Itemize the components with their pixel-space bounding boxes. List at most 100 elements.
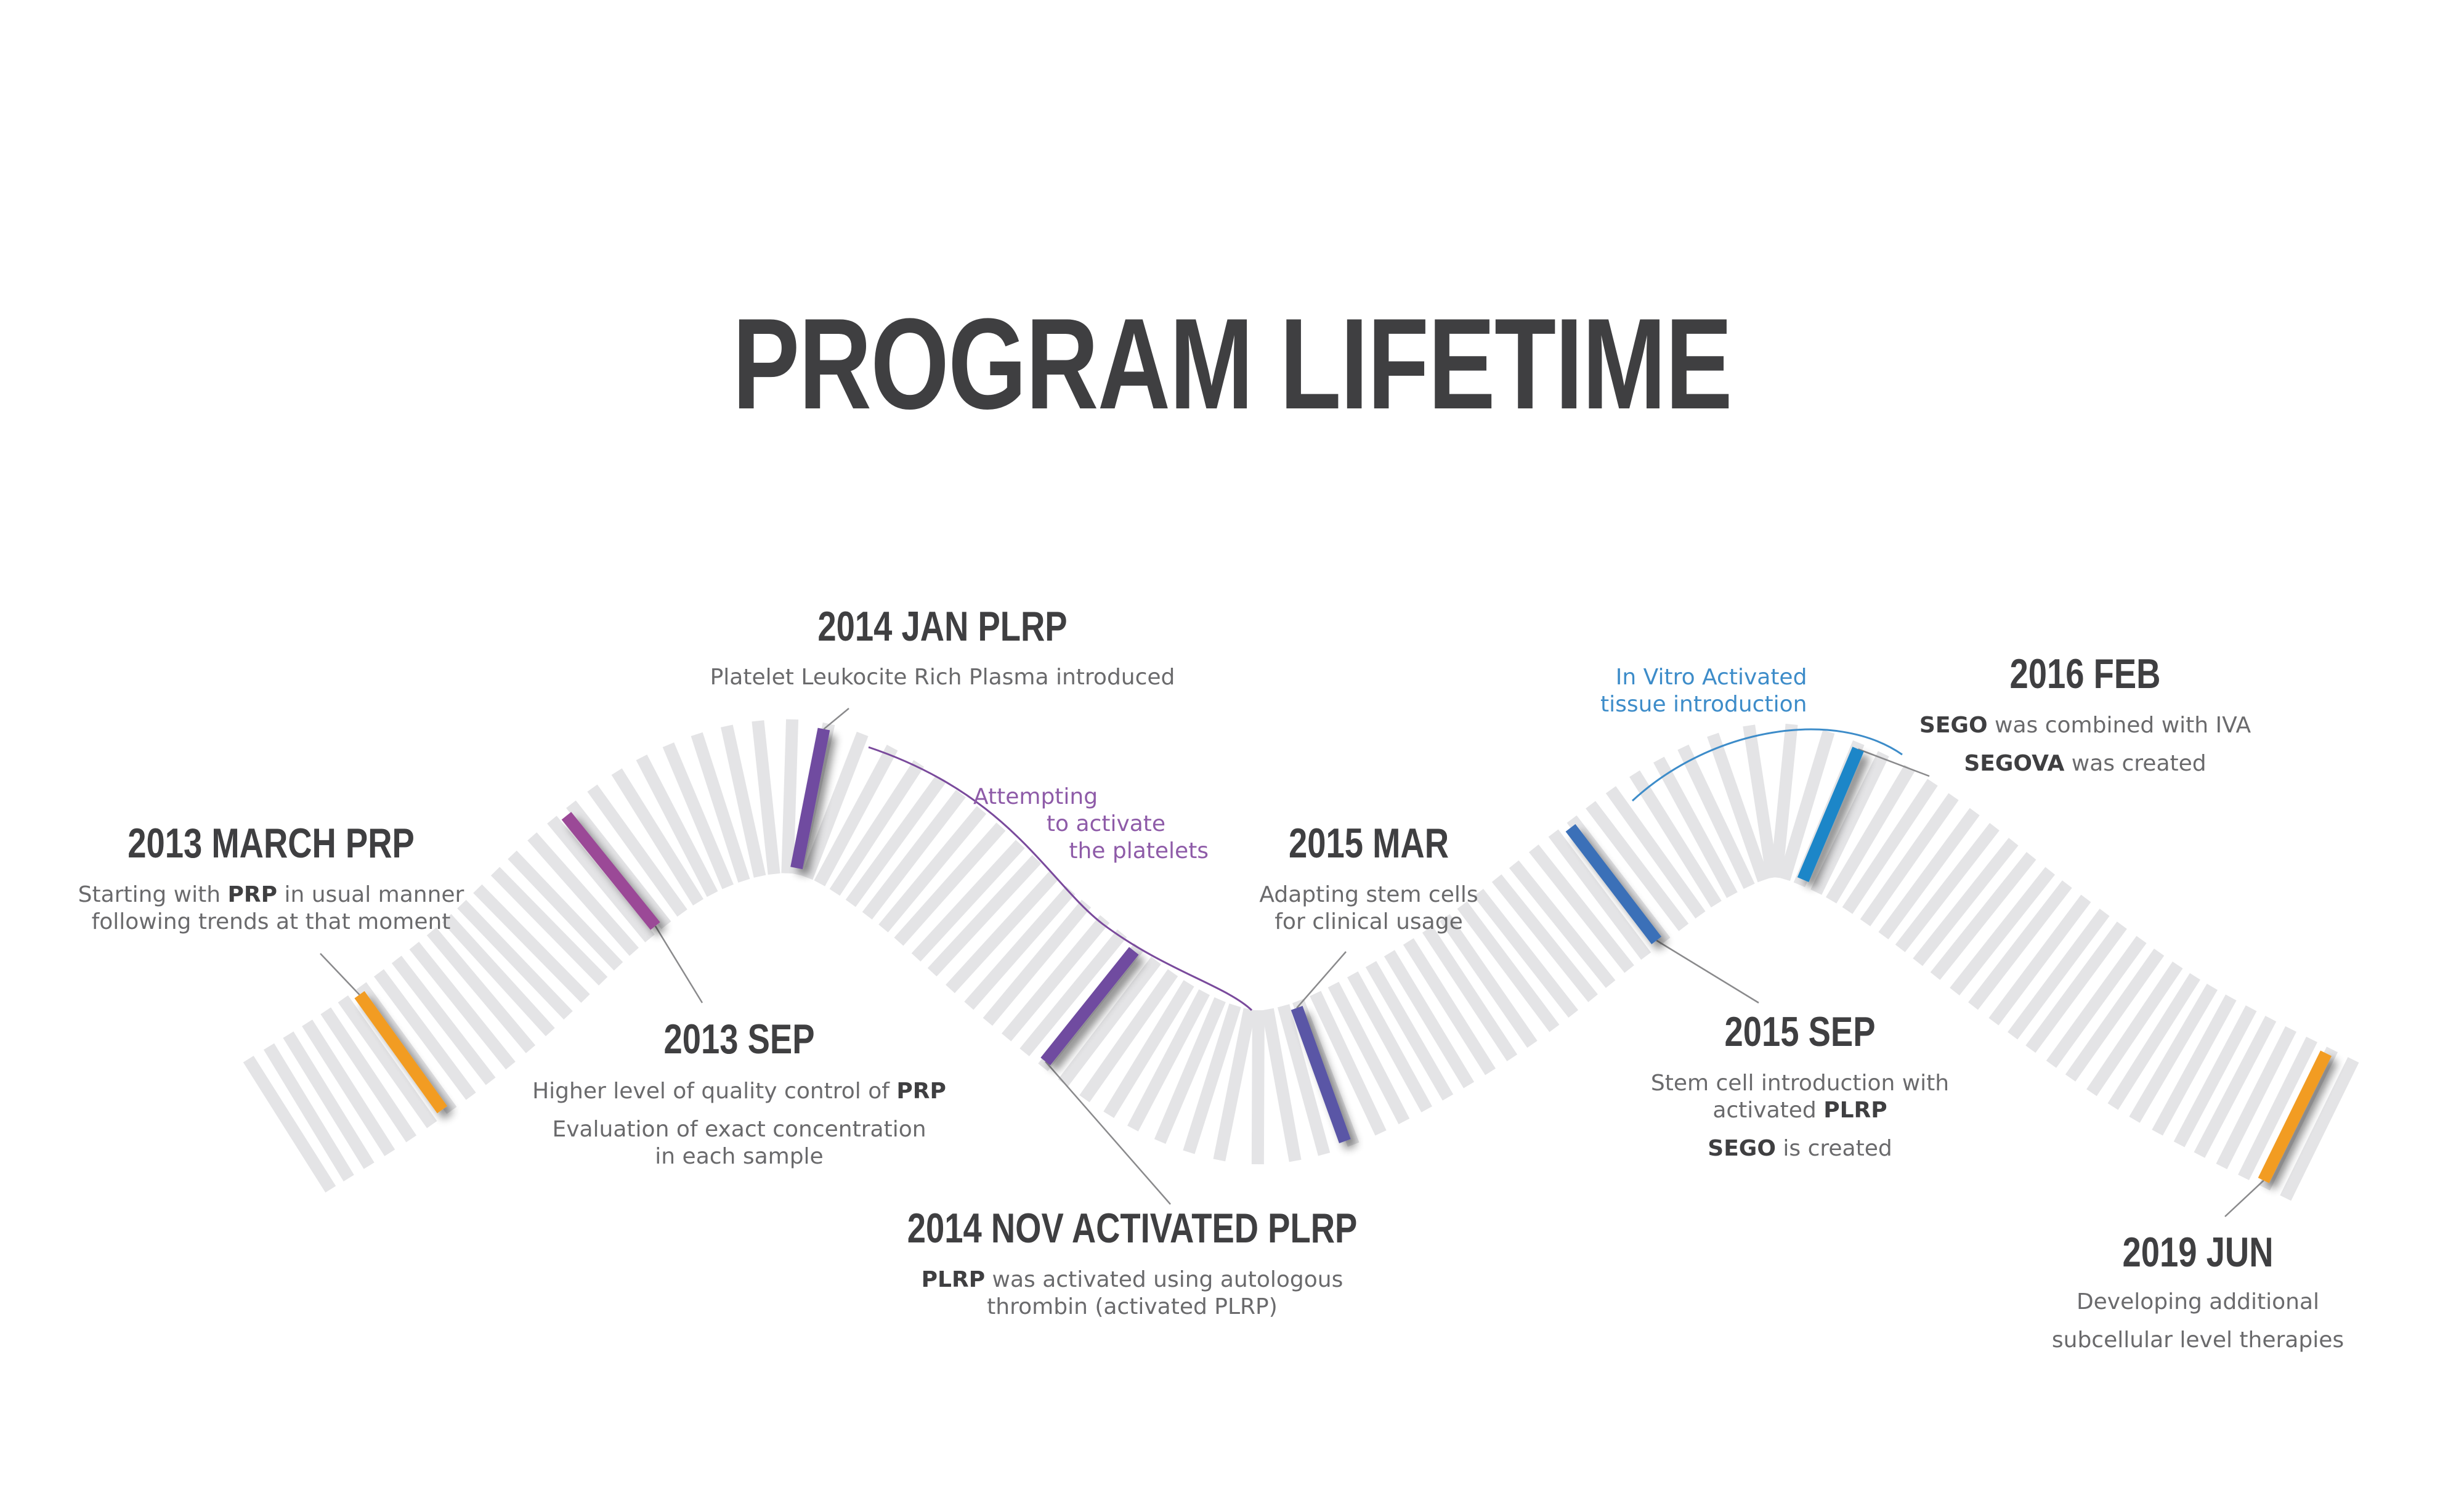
anno-line: tissue introduction [1600, 692, 1807, 717]
desc-line: Adapting stem cells [1259, 882, 1478, 907]
desc-line: Platelet Leukocite Rich Plasma introduce… [710, 665, 1175, 690]
ribbon-stripe [1860, 793, 1959, 926]
ribbon-stripe [983, 899, 1092, 1026]
ribbon-stripe [894, 822, 1006, 946]
ribbon-stripe [457, 899, 573, 1020]
ribbon-stripe [1842, 779, 1938, 914]
ribbon-stripe [1895, 823, 2000, 952]
desc-line: for clinical usage [1275, 909, 1463, 934]
ribbon-stripe [662, 742, 734, 889]
event-marker-e1 [354, 990, 448, 1114]
desc-line: activated PLRP [1712, 1098, 1887, 1123]
ribbon-stripe [1422, 926, 1518, 1061]
ribbon-stripe [2046, 936, 2147, 1068]
ribbon-stripe [781, 719, 799, 874]
ribbon-stripe [911, 840, 1025, 962]
anno-line: In Vitro Activated [1615, 665, 1807, 690]
event-marker-e6 [1565, 824, 1662, 944]
desc-line: Starting with PRP in usual manner [78, 882, 464, 907]
ribbon-stripe [878, 806, 987, 933]
anno-line: Attempting [973, 784, 1098, 809]
ribbon-stripe [263, 1043, 354, 1181]
connector-lines [320, 708, 2264, 1217]
ribbon-stripe [426, 927, 536, 1053]
ribbon-stripe [547, 816, 655, 942]
ribbon-stripe [1913, 838, 2019, 966]
ribbon-stripe [1403, 938, 1496, 1076]
ribbon-stripe [1605, 786, 1706, 919]
ribbon-stripe [442, 913, 555, 1037]
ribbon-stripe [1778, 730, 1835, 881]
ribbon-stripe [1183, 1003, 1241, 1154]
event-marker-e7 [1797, 747, 1864, 882]
connector-line-e5 [1296, 951, 1347, 1009]
ribbon-stripe [829, 760, 925, 896]
ribbon-stripe [1950, 867, 2056, 995]
annotation-curve-in-vitro [1631, 728, 1903, 802]
desc-line: thrombin (activated PLRP) [987, 1294, 1278, 1319]
ribbon-stripe [243, 1055, 336, 1193]
ribbon-stripe [611, 768, 703, 906]
ribbon-stripe [1327, 981, 1410, 1125]
ribbon-stripe [587, 784, 687, 917]
ribbon-stripe [1058, 957, 1161, 1087]
ribbon-stripe [1103, 980, 1194, 1118]
ribbon-stripe [1079, 969, 1178, 1103]
ribbon-stripe [1509, 860, 1616, 988]
ribbon-stripe [1878, 808, 1980, 939]
ribbon-stripe [1743, 724, 1779, 879]
ribbon-stripe [302, 1019, 395, 1156]
ribbon-stripe [374, 969, 476, 1100]
ribbon-stripe [2173, 1005, 2257, 1148]
ribbon-stripe [2107, 973, 2200, 1110]
ribbon-stripe [1262, 1008, 1302, 1162]
annotation-curve-platelets [868, 746, 1253, 1011]
ribbon-stripe [1988, 894, 2091, 1026]
ribbon-stripe [2025, 922, 2127, 1053]
event-desc-2014-jan: Platelet Leukocite Rich Plasma introduce… [710, 664, 1175, 691]
ribbon-stripe [527, 832, 639, 956]
ribbon-stripe [1548, 829, 1651, 960]
ribbon-stripe [2065, 948, 2165, 1082]
event-marker-e5 [1291, 1005, 1351, 1144]
annotation-in-vitro: In Vitro Activated tissue introduction [1600, 664, 1807, 718]
ribbon-stripe [1810, 751, 1889, 895]
ribbon-stripe [391, 955, 496, 1085]
ribbon-stripe [1930, 852, 2036, 980]
event-desc-2014-nov: PLRP was activated using autologous thro… [922, 1266, 1343, 1321]
connector-line-e3 [823, 708, 849, 730]
event-heading-2014-jan: 2014 JAN PLRP [817, 603, 1068, 650]
ribbon-stripe [752, 720, 780, 875]
desc-line: following trends at that moment [91, 909, 451, 934]
ribbon-stripe [2280, 1057, 2359, 1201]
ribbon-stripe [1365, 961, 1454, 1101]
event-heading-2019-jun: 2019 JUN [2122, 1229, 2274, 1276]
event-desc-2013-march: Starting with PRP in usual manner follow… [78, 881, 464, 936]
event-desc-2015-mar: Adapting stem cells for clinical usage [1259, 881, 1478, 936]
connector-line-e8 [2224, 1180, 2264, 1217]
desc-line: subcellular level therapies [2051, 1327, 2344, 1353]
ribbon-stripe [845, 775, 946, 907]
ribbon-stripe [1528, 845, 1634, 973]
event-marker-e4 [1040, 947, 1139, 1066]
ribbon-stripe [801, 731, 869, 880]
ribbon-stripe [1127, 989, 1210, 1132]
anno-line: to activate [1046, 811, 1166, 837]
ribbon-stripe [1440, 913, 1538, 1048]
page-title: PROGRAM LIFETIME [732, 291, 1733, 436]
desc-line: Developing additional [2076, 1289, 2320, 1315]
ribbon-stripe [566, 800, 671, 930]
ribbon-stripe [1653, 756, 1738, 898]
ribbon-stripes [243, 719, 2359, 1201]
connector-line-e7 [1858, 748, 1930, 777]
event-markers [354, 727, 2332, 1183]
ribbon-stripe [964, 886, 1076, 1010]
connector-line-e1 [320, 953, 360, 995]
ribbon-stripe [1677, 744, 1755, 889]
event-desc-2015-sep: Stem cell introduction with activated PL… [1651, 1070, 1949, 1162]
desc-line: Stem cell introduction with [1650, 1071, 1950, 1096]
annotation-activate-platelets: Attempting to activate the platelets [973, 784, 1209, 865]
ribbon-stripe [927, 855, 1042, 977]
